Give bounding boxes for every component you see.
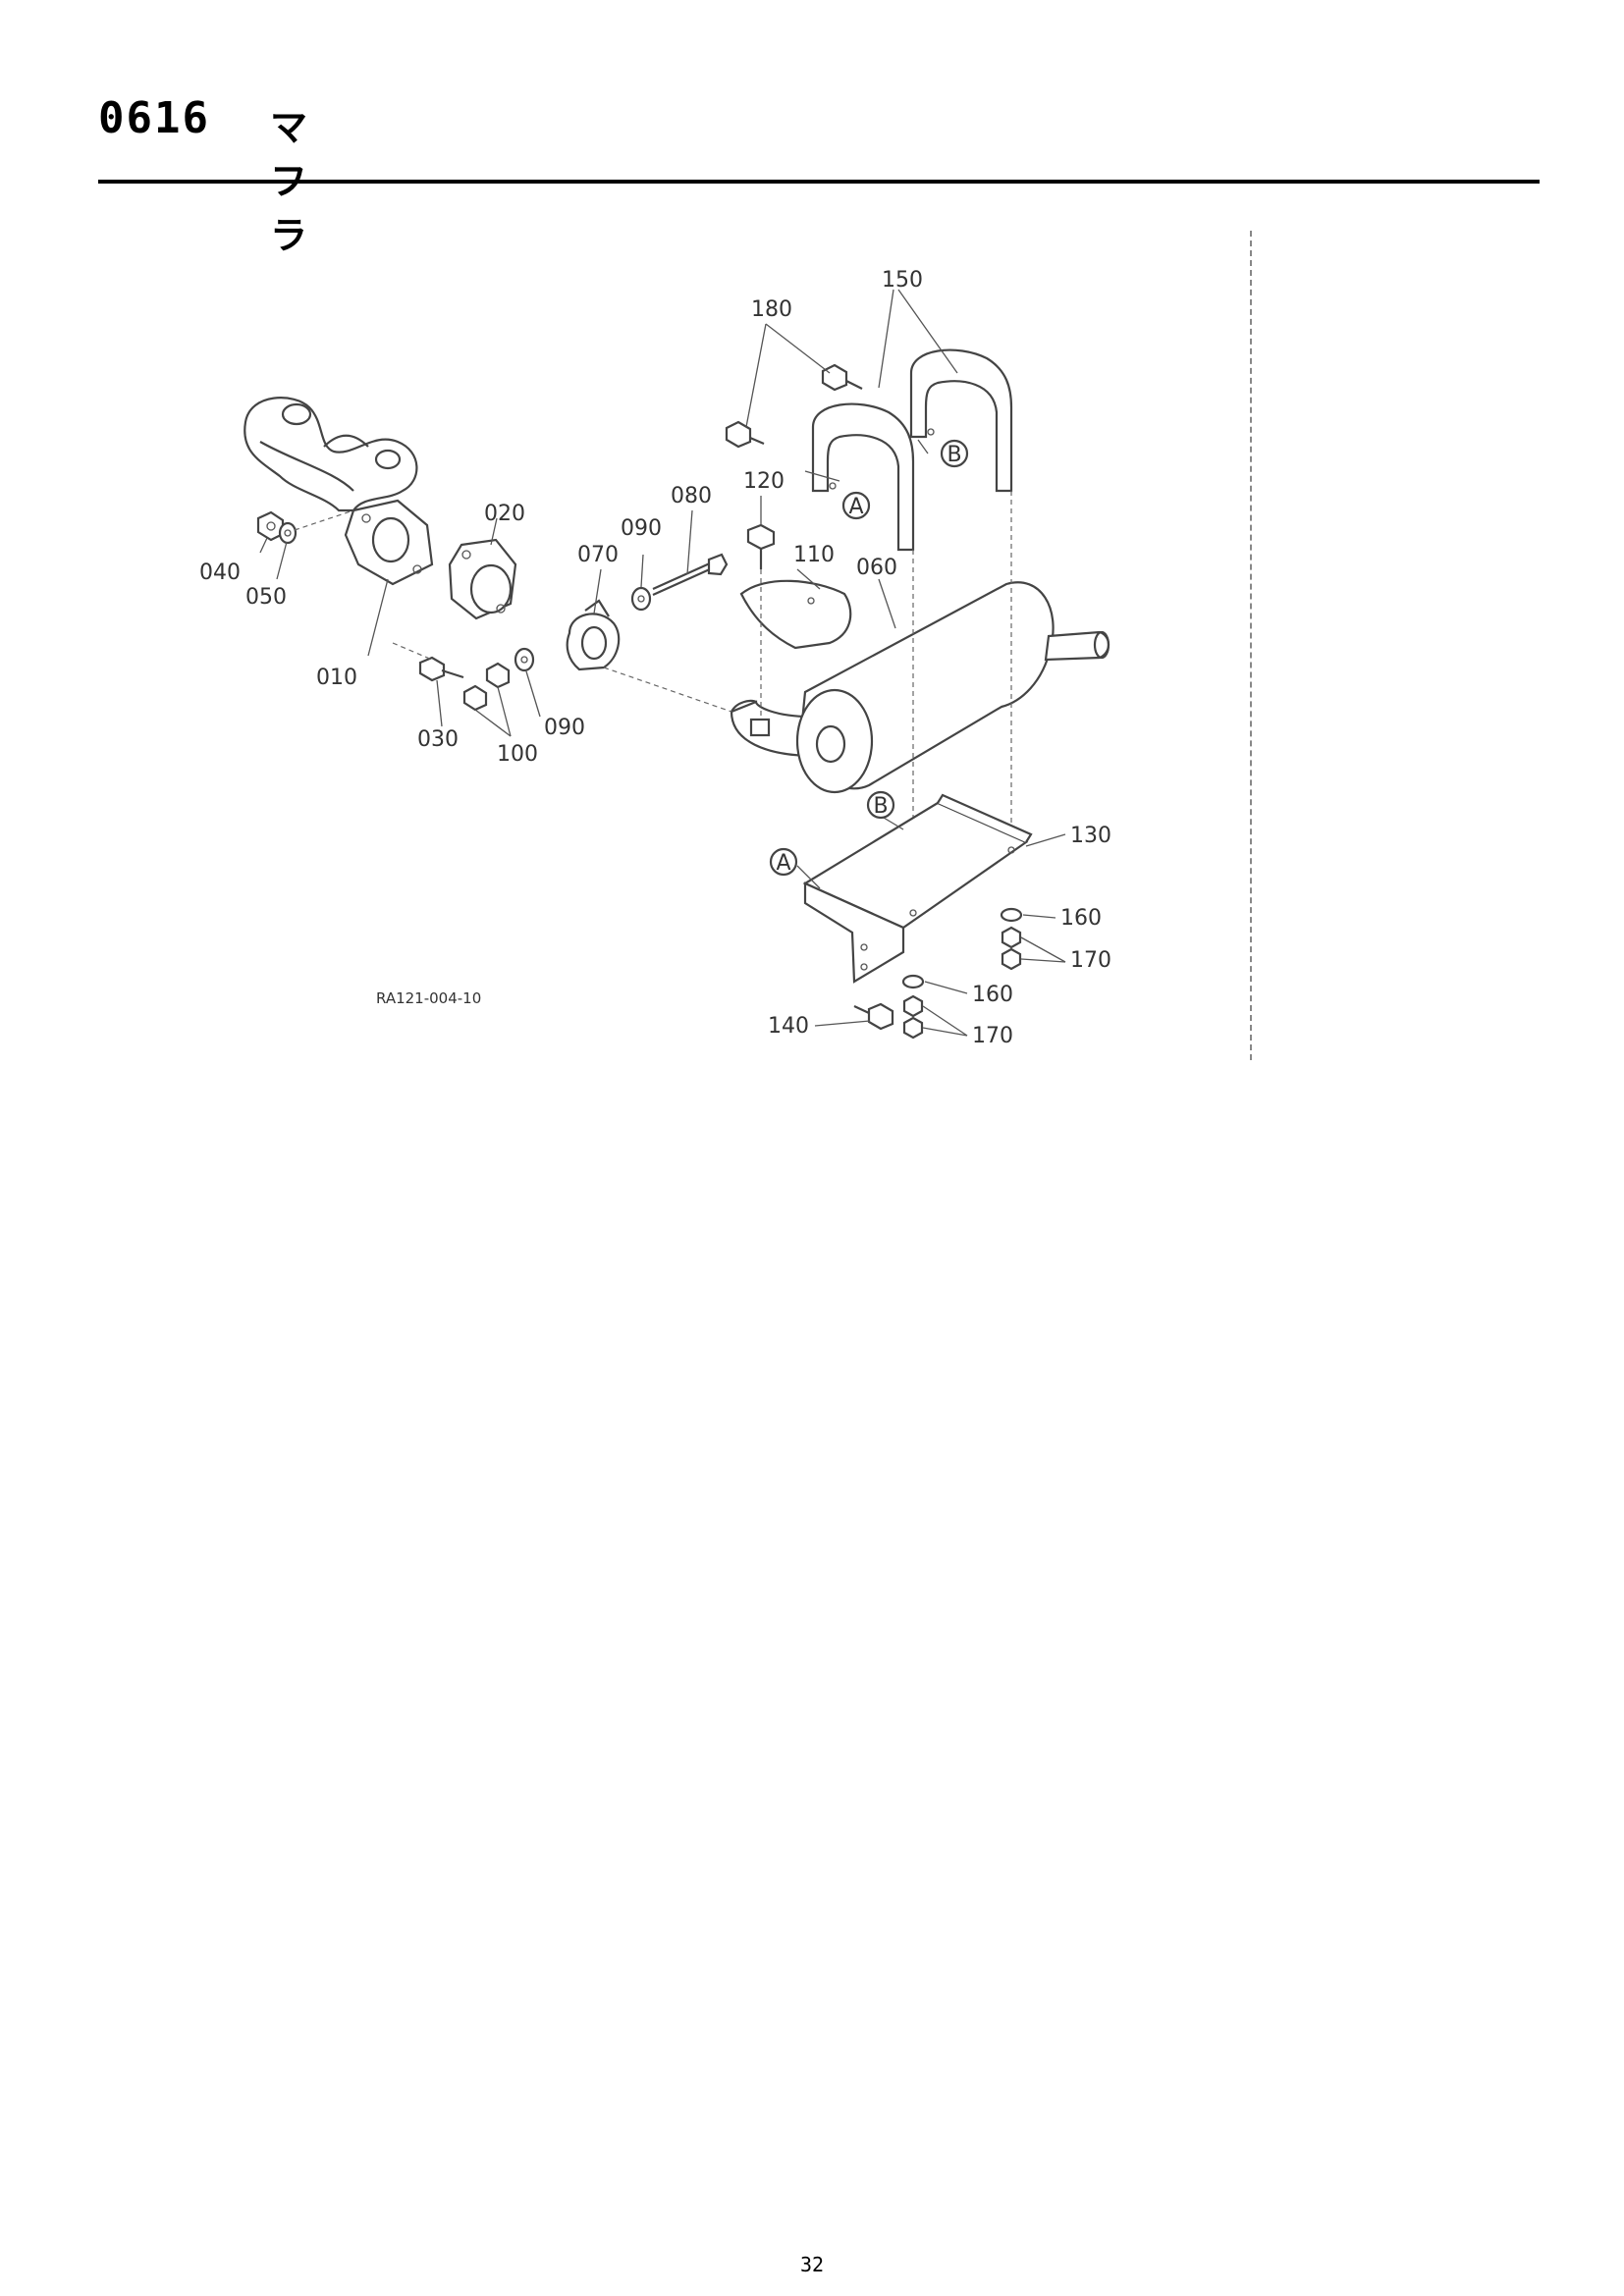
- washer-090-lower: [514, 647, 535, 672]
- washer-160-right: [1000, 907, 1023, 923]
- section-code: 0616: [98, 93, 210, 143]
- header-rule: [98, 180, 1540, 184]
- svg-text:A: A: [776, 851, 790, 876]
- svg-text:B: B: [947, 443, 961, 467]
- marker-b-upper: B: [940, 439, 969, 468]
- callout-160-left: 160: [972, 983, 1013, 1007]
- marker-b-lower: B: [866, 790, 895, 820]
- washer-160-left: [901, 974, 925, 989]
- nut-100: [462, 662, 511, 712]
- page-number: 32: [799, 2253, 825, 2276]
- part-callouts: 150 180 120 080 090 020 070 110 060 040 …: [199, 268, 1111, 1048]
- exhaust-manifold: [244, 397, 418, 512]
- heat-cover-110: [739, 579, 852, 650]
- callout-080: 080: [671, 484, 712, 508]
- washer-090-upper: [630, 586, 652, 612]
- callout-020: 020: [484, 502, 525, 526]
- nut-170-right: [1001, 926, 1022, 971]
- bolt-180-upper: [821, 363, 863, 392]
- margin-divider: [1250, 231, 1252, 1060]
- gasket-010: [344, 499, 434, 586]
- bolt-140: [853, 1002, 894, 1031]
- svg-text:A: A: [848, 495, 863, 519]
- nut-170-left: [902, 994, 924, 1040]
- callout-120: 120: [743, 469, 785, 494]
- muffler-exploded-diagram: A B B A 150 180 120 080 090 020 070 110 …: [199, 268, 1111, 1048]
- callout-090-upper: 090: [621, 516, 662, 541]
- bolt-180-lower: [725, 420, 765, 449]
- marker-a-lower: A: [769, 847, 798, 877]
- callout-110: 110: [793, 543, 835, 567]
- callout-160-right: 160: [1060, 906, 1102, 931]
- callout-050: 050: [245, 585, 287, 610]
- callout-170-right: 170: [1070, 948, 1111, 973]
- callout-090-lower: 090: [544, 716, 585, 740]
- flange-020: [448, 538, 517, 620]
- callout-100: 100: [497, 742, 538, 767]
- callout-170-left: 170: [972, 1024, 1013, 1048]
- callout-040: 040: [199, 561, 241, 585]
- callout-010: 010: [316, 666, 357, 690]
- leader-lines: [259, 289, 1066, 1037]
- callout-130: 130: [1070, 824, 1111, 848]
- clamp-070: [566, 599, 621, 671]
- muffler-060: [795, 581, 1110, 794]
- washer-050: [278, 521, 298, 545]
- bolt-030: [418, 656, 464, 682]
- marker-a-upper: A: [841, 491, 871, 520]
- u-bolt-150-front: [811, 402, 915, 552]
- callout-180: 180: [751, 297, 792, 322]
- callout-150: 150: [882, 268, 923, 293]
- bracket-130: [802, 793, 1033, 984]
- u-bolt-150-rear: [909, 348, 1013, 493]
- diagram-reference-code: RA121-004-10: [376, 989, 481, 1007]
- bolt-080: [652, 553, 729, 597]
- callout-070: 070: [577, 543, 619, 567]
- svg-text:B: B: [873, 794, 888, 819]
- callout-140: 140: [768, 1014, 809, 1039]
- callout-060: 060: [856, 556, 897, 580]
- exhaust-pipe: [603, 667, 832, 758]
- callout-030: 030: [417, 727, 459, 752]
